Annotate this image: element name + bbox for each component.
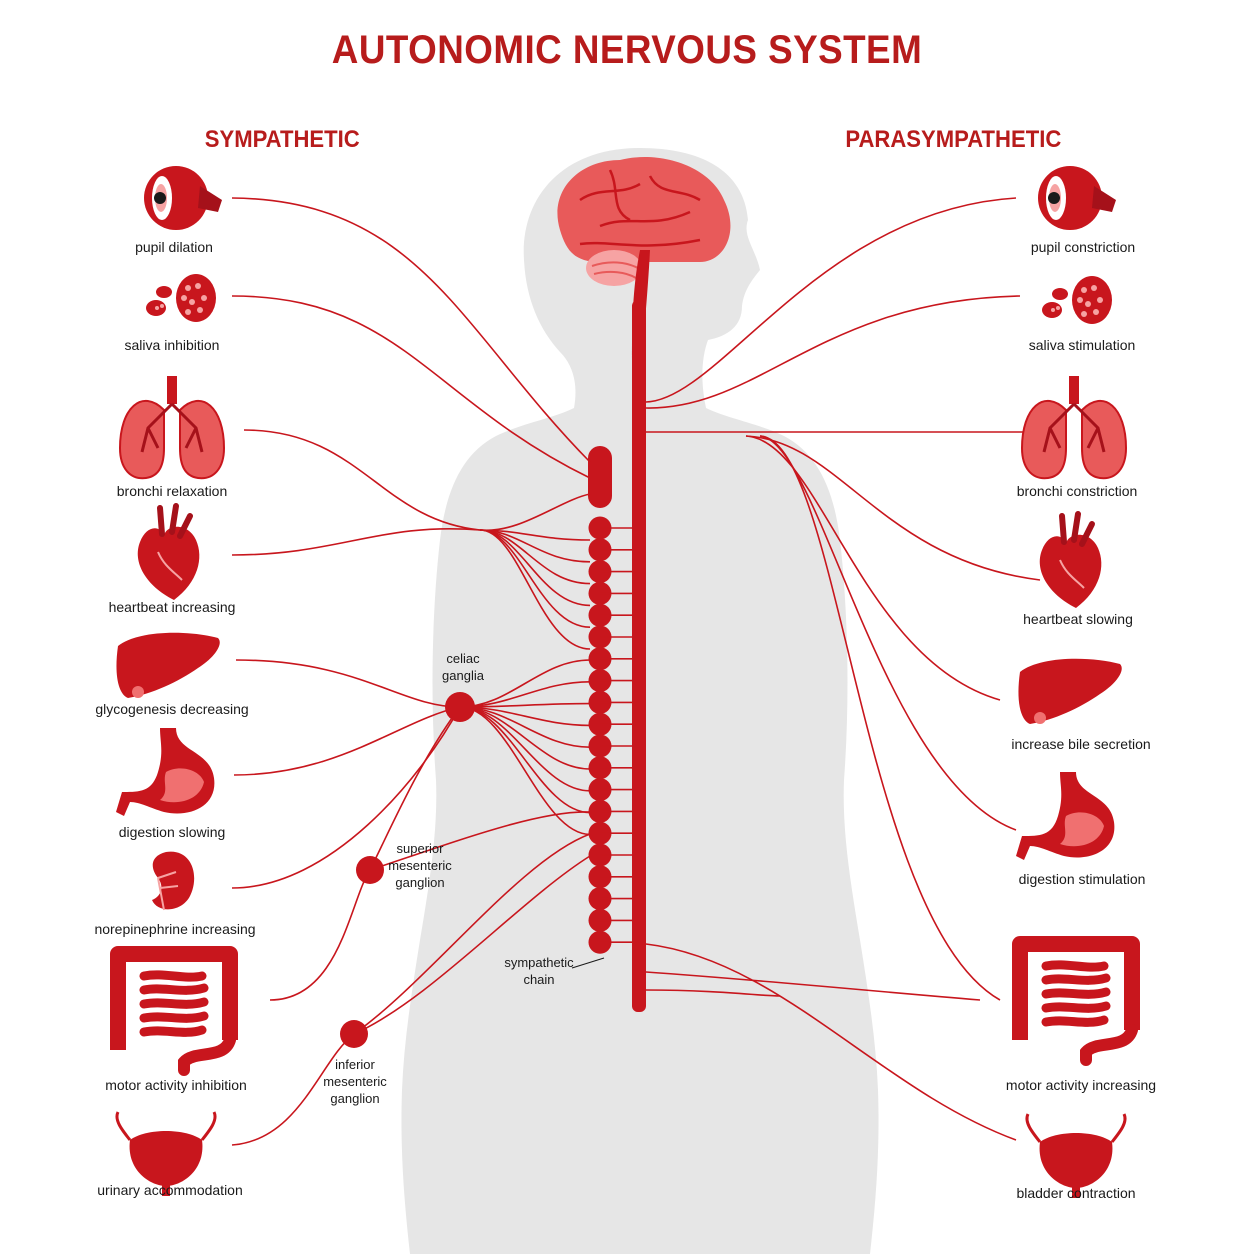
eye-icon — [144, 166, 222, 230]
intestine-icon — [1020, 944, 1132, 1060]
celiac-ganglion-node — [445, 692, 475, 722]
sympathetic-chain-pointer — [571, 957, 605, 969]
liver-icon — [116, 632, 220, 698]
nerve-path — [369, 811, 591, 871]
sym-label-bronchi-relaxation: bronchi relaxation — [116, 483, 228, 499]
inferior-label-line-3: ganglion — [330, 1091, 380, 1106]
brain-illustration — [557, 157, 731, 360]
para-label-motor-activity-increasing: motor activity increasing — [1005, 1077, 1157, 1093]
para-label-digestion-stimulation: digestion stimulation — [1018, 871, 1146, 887]
chain-upper-segment — [588, 446, 612, 508]
nerve-path — [235, 659, 461, 708]
nerve-path — [231, 197, 591, 463]
nerve-path — [645, 971, 981, 1001]
inferior-mesenteric-ganglion-node — [340, 1020, 368, 1048]
nerve-fibers — [231, 197, 1041, 1146]
superior-label-line-2: mesenteric — [388, 858, 452, 873]
nerve-path — [645, 989, 781, 997]
nerve-path — [759, 435, 1001, 1001]
para-label-bronchi-constriction: bronchi constriction — [1016, 483, 1138, 499]
sympathetic-chain — [588, 446, 634, 954]
para-label-saliva-stimulation: saliva stimulation — [1028, 337, 1136, 353]
sympathetic-chain-label: sympathetic chain — [504, 954, 573, 988]
intestine-icon — [118, 954, 230, 1070]
heart-icon — [138, 506, 200, 600]
nerve-path — [745, 435, 1001, 701]
nerve-path — [459, 659, 591, 708]
page-title: AUTONOMIC NERVOUS SYSTEM — [331, 28, 923, 72]
nerve-path — [459, 681, 591, 708]
superior-mesenteric-label: superior mesenteric ganglion — [388, 840, 452, 891]
nerve-path — [243, 429, 591, 532]
lungs-icon — [118, 374, 226, 480]
nerve-path — [645, 943, 1017, 1141]
nerve-path — [745, 435, 1041, 581]
nerve-path — [479, 529, 591, 650]
sym-label-motor-activity-inhibition: motor activity inhibition — [105, 1077, 247, 1093]
stomach-icon — [1016, 772, 1115, 860]
chain-label-line-2: chain — [523, 972, 555, 987]
inferior-label-line-2: mesenteric — [323, 1074, 387, 1089]
chain-label-line-1: sympathetic — [504, 955, 574, 970]
sympathetic-heading: SYMPATHETIC — [204, 126, 360, 153]
parasympathetic-heading: PARASYMPATHETIC — [845, 126, 1062, 153]
sym-label-pupil-dilation: pupil dilation — [135, 239, 213, 255]
sym-label-digestion-slowing: digestion slowing — [118, 824, 226, 840]
celiac-label-line-2: ganglia — [442, 668, 484, 683]
sym-label-saliva-inhibition: saliva inhibition — [124, 337, 220, 353]
superior-label-line-1: superior — [396, 841, 444, 856]
nerve-path — [645, 197, 1017, 403]
lungs-icon — [1020, 374, 1128, 480]
kidney-icon — [151, 850, 196, 911]
para-label-increase-bile-secretion: increase bile secretion — [1011, 736, 1151, 752]
nerve-path — [231, 295, 591, 479]
spinal-cord — [632, 300, 646, 1012]
para-label-heartbeat-slowing: heartbeat slowing — [1023, 611, 1133, 627]
nerve-path — [233, 706, 461, 776]
nerve-path — [459, 706, 591, 836]
salivary-gland-icon — [146, 274, 216, 322]
stomach-icon — [116, 728, 215, 816]
nerve-path — [231, 527, 481, 556]
para-label-bladder-contraction: bladder contraction — [1016, 1185, 1136, 1201]
nerve-path — [231, 1033, 355, 1146]
nerve-path — [231, 706, 461, 889]
nerve-path — [353, 855, 591, 1035]
eye-icon — [1038, 166, 1116, 230]
sym-label-heartbeat-increasing: heartbeat increasing — [108, 599, 236, 615]
liver-icon — [1018, 658, 1122, 724]
celiac-label-line-1: celiac — [446, 651, 480, 666]
nerve-path — [353, 833, 591, 1035]
salivary-gland-icon — [1042, 276, 1112, 324]
sym-label-urinary-accommodation: urinary accommodation — [97, 1182, 243, 1198]
sym-label-glycogenesis-decreasing: glycogenesis decreasing — [95, 701, 249, 717]
inferior-label-line-1: inferior — [335, 1057, 375, 1072]
superior-label-line-3: ganglion — [395, 875, 445, 890]
heart-icon — [1040, 514, 1102, 608]
superior-mesenteric-ganglion-node — [356, 856, 384, 884]
nerve-path — [645, 295, 1021, 409]
celiac-ganglia-label: celiac ganglia — [442, 650, 484, 684]
sym-label-norepinephrine-increasing: norepinephrine increasing — [94, 921, 256, 937]
para-label-pupil-constriction: pupil constriction — [1030, 239, 1136, 255]
inferior-mesenteric-label: inferior mesenteric ganglion — [323, 1056, 387, 1107]
